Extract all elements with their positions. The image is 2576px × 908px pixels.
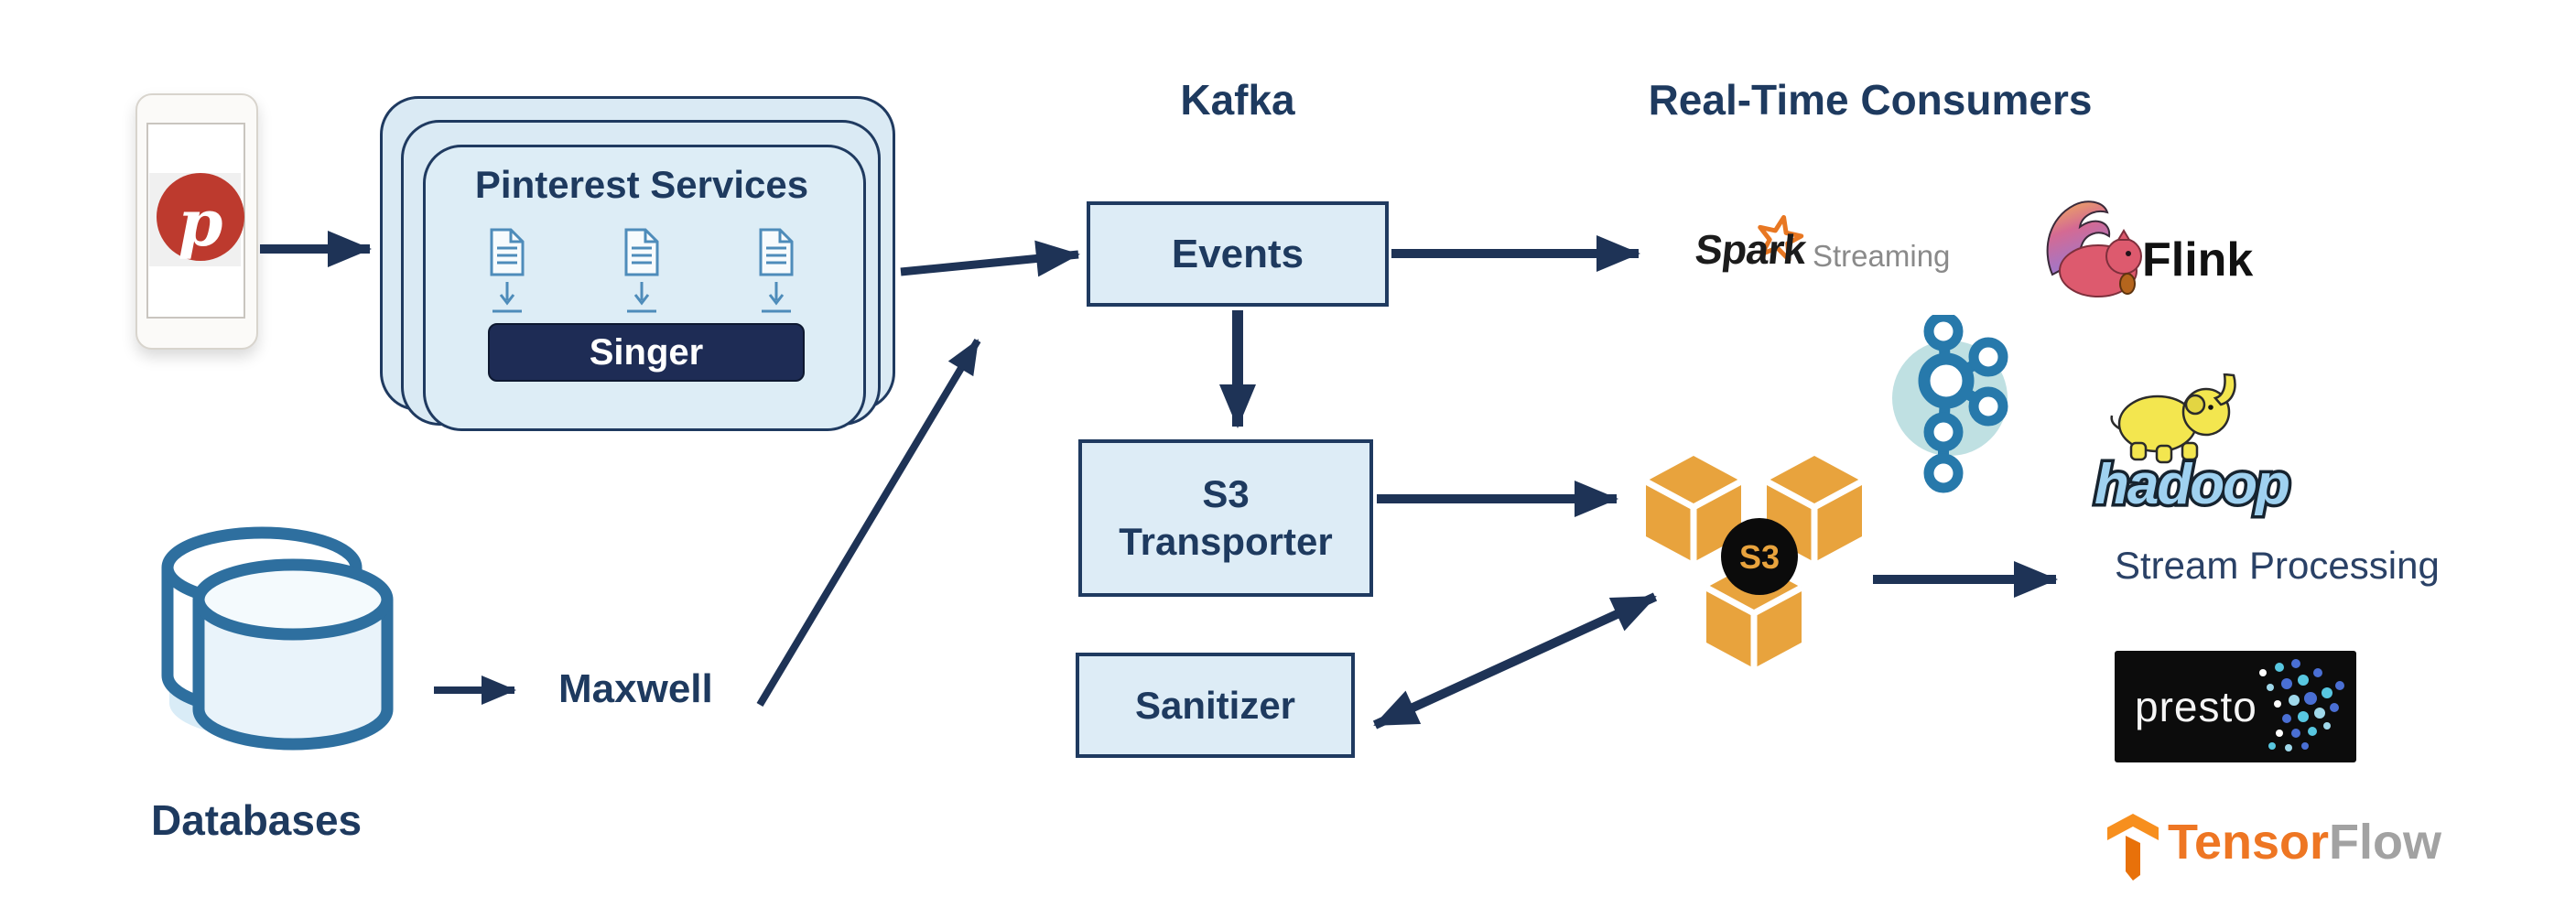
sanitizer-box: Sanitizer bbox=[1076, 653, 1355, 758]
pinterest-services-title: Pinterest Services bbox=[474, 163, 809, 206]
events-box: Events bbox=[1087, 201, 1389, 307]
s3-transporter-line1: S3 bbox=[1202, 471, 1250, 515]
singer-box: Singer bbox=[488, 323, 805, 382]
presto-logo: presto bbox=[2115, 651, 2356, 762]
tensor-wordmark: Tensor bbox=[2168, 814, 2330, 870]
down-arrow-icon bbox=[627, 282, 656, 313]
presto-wordmark: presto bbox=[2135, 683, 2257, 730]
s3-transporter-box: S3 Transporter bbox=[1078, 439, 1373, 597]
flink-squirrel-icon bbox=[2046, 200, 2142, 297]
spark-streaming-logo: Spark Streaming bbox=[1693, 206, 1951, 279]
kafka-graph-icon bbox=[1892, 315, 2008, 493]
document-icon bbox=[759, 228, 794, 313]
flow-wordmark: Flow bbox=[2329, 814, 2442, 870]
hadoop-wordmark: hadoop bbox=[2094, 453, 2289, 516]
sanitizer-label: Sanitizer bbox=[1134, 683, 1296, 727]
maxwell-label: Maxwell bbox=[558, 666, 713, 711]
presto-dots-icon bbox=[2259, 659, 2344, 751]
s3-badge-label: S3 bbox=[1739, 538, 1780, 576]
spark-star-icon bbox=[1758, 214, 1804, 261]
phone-screen: p bbox=[146, 123, 245, 319]
kafka-section-title: Kafka bbox=[1180, 76, 1295, 124]
down-arrow-icon bbox=[762, 282, 791, 313]
document-icon bbox=[624, 228, 659, 313]
aws-s3-cubes-icon: S3 bbox=[1644, 456, 1864, 668]
s3-transporter-line2: Transporter bbox=[1119, 520, 1333, 563]
databases-label: Databases bbox=[151, 796, 363, 844]
spark-wordmark: Spark bbox=[1693, 226, 1808, 273]
tensorflow-t-icon bbox=[2107, 813, 2159, 881]
tensorflow-logo: TensorFlow bbox=[2105, 798, 2472, 885]
hadoop-elephant-icon bbox=[2110, 373, 2236, 464]
smartphone-icon: p bbox=[135, 93, 258, 350]
stream-processing-label: Stream Processing bbox=[2115, 544, 2440, 587]
events-label: Events bbox=[1171, 231, 1304, 276]
hadoop-logo: hadoop bbox=[2092, 373, 2293, 520]
document-icon bbox=[490, 228, 525, 313]
pinterest-p-letter: p bbox=[178, 185, 223, 261]
flink-logo: Flink bbox=[2040, 192, 2287, 302]
singer-label: Singer bbox=[589, 331, 704, 373]
flink-wordmark: Flink bbox=[2142, 233, 2254, 286]
database-cylinders-icon bbox=[161, 526, 394, 751]
real-time-consumers-title: Real-Time Consumers bbox=[1648, 76, 2093, 124]
streaming-wordmark: Streaming bbox=[1813, 239, 1951, 273]
down-arrow-icon bbox=[492, 282, 522, 313]
pinterest-logo-icon: p bbox=[157, 173, 244, 261]
arrow-sanitizer-s3-bidirectional bbox=[1372, 592, 1658, 730]
arrow-services-to-events bbox=[900, 240, 1080, 277]
